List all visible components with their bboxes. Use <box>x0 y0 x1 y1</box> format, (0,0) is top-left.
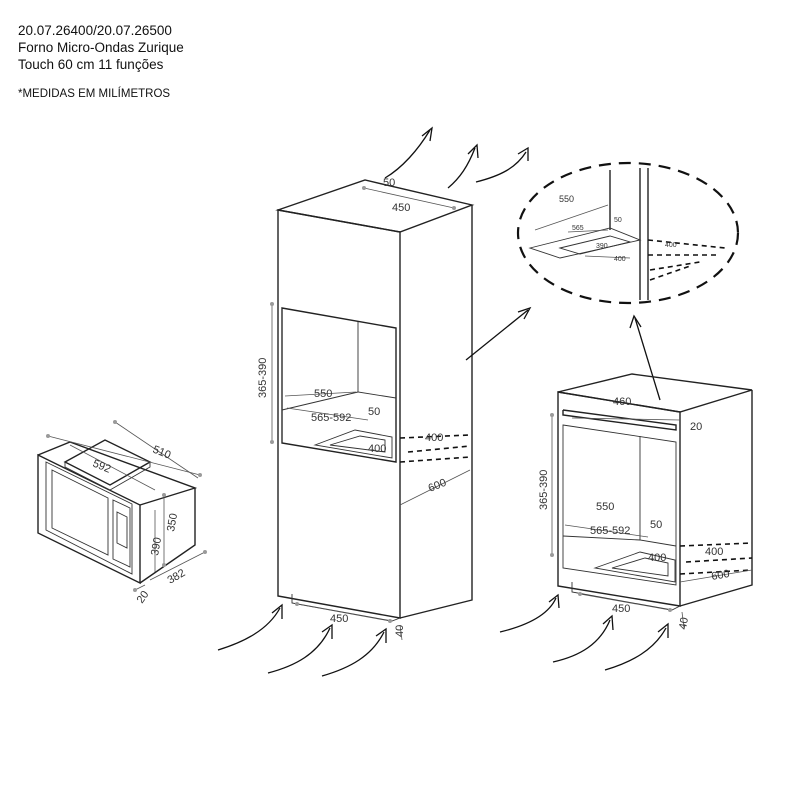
column-b40-label: 40 <box>394 625 406 637</box>
column-top450-label: 450 <box>392 202 410 214</box>
header: 20.07.26400/20.07.26500 Forno Micro-Onda… <box>18 22 184 73</box>
column-d565-label: 565-592 <box>311 412 351 424</box>
uc-w460-label: 460 <box>613 396 631 408</box>
uc-d400a-label: 400 <box>705 546 723 558</box>
mw-h1-label: 350 <box>165 512 180 532</box>
uc-d400b-label: 400 <box>648 552 666 564</box>
uc-height-label: 365-390 <box>538 470 550 510</box>
uc-d50-label: 50 <box>650 519 662 531</box>
mw-b2-label: 20 <box>135 589 152 606</box>
column-top50-label: 50 <box>383 177 395 189</box>
product-name: Forno Micro-Ondas Zurique <box>18 40 184 55</box>
column-d400b-label: 400 <box>368 443 386 455</box>
column-top <box>275 179 475 233</box>
column-b450-label: 450 <box>330 613 348 625</box>
column-d550-label: 550 <box>314 388 332 400</box>
uc-d20-label: 20 <box>690 421 702 433</box>
column-height-label: 365-390 <box>257 358 269 398</box>
column-cabinet: 50 450 365-390 550 565-592 50 400 400 60… <box>217 126 532 677</box>
product-spec: Touch 60 cm 11 funções <box>18 57 164 72</box>
product-codes: 20.07.26400/20.07.26500 <box>18 23 172 38</box>
detail-d50-label: 50 <box>614 217 622 224</box>
column-d50-label: 50 <box>368 406 380 418</box>
column-d600-label: 600 <box>427 477 449 495</box>
undercounter-front <box>557 391 681 607</box>
mw-b1-label: 382 <box>166 567 188 587</box>
mw-h2-label: 390 <box>149 536 164 556</box>
detail-callout: 550 565 50 390 400 400 <box>516 161 740 401</box>
detail-d400b-label: 400 <box>614 256 626 263</box>
microwave-drawing: 510 592 350 390 382 20 <box>37 420 207 606</box>
detail-d550-label: 550 <box>559 194 574 204</box>
detail-oval <box>516 161 740 305</box>
uc-b40-label: 40 <box>677 616 691 630</box>
column-d400a-label: 400 <box>425 432 443 444</box>
uc-b450-label: 450 <box>612 603 630 615</box>
mw-depth-label: 592 <box>91 458 113 476</box>
detail-d400a-label: 400 <box>665 242 677 249</box>
uc-d550-label: 550 <box>596 501 614 513</box>
uc-d565-label: 565-592 <box>590 525 630 537</box>
uc-d600-label: 600 <box>710 568 730 583</box>
undercounter-top <box>557 373 753 413</box>
undercounter-cabinet: 460 20 365-390 550 565-592 50 400 400 60… <box>499 373 753 671</box>
detail-d390-label: 390 <box>596 243 608 250</box>
units-note: *MEDIDAS EM MILÍMETROS <box>18 88 171 100</box>
detail-d565-label: 565 <box>572 225 584 232</box>
